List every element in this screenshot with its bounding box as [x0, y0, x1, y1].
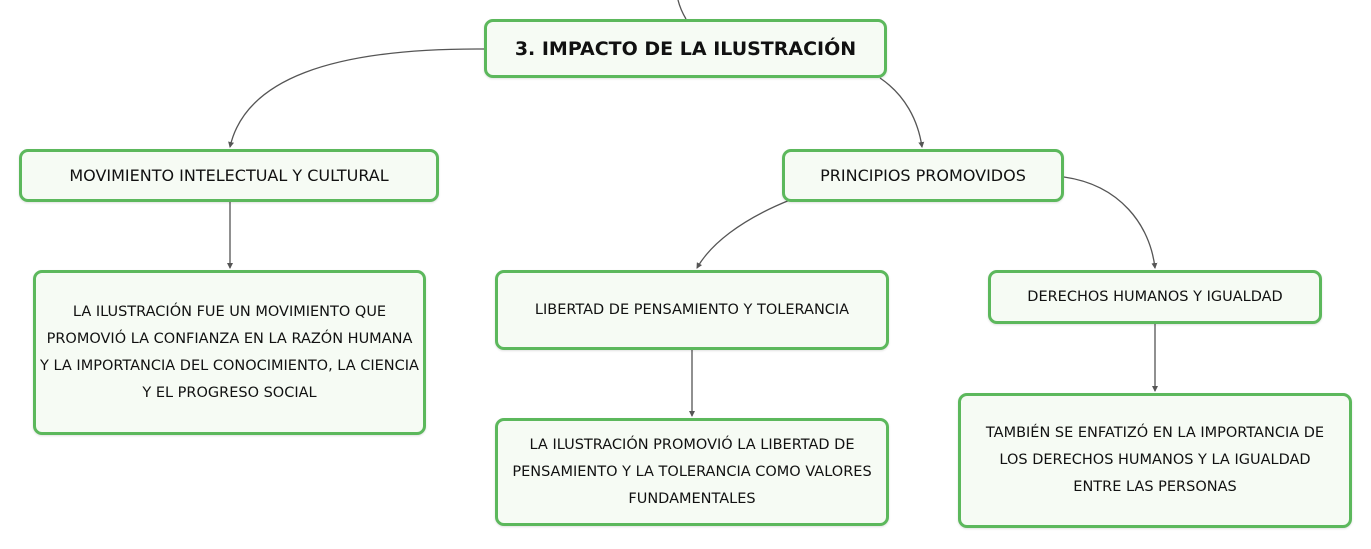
- root-node[interactable]: 3. IMPACTO DE LA ILUSTRACIÓN: [484, 19, 887, 78]
- node-detail-text: TAMBIÉN SE ENFATIZÓ EN LA IMPORTANCIA DE…: [985, 425, 1325, 495]
- connector-root-to-movimiento: [228, 48, 485, 148]
- node-detail-text: LA ILUSTRACIÓN PROMOVIÓ LA LIBERTAD DE P…: [512, 436, 872, 507]
- connector-principios-to-derechos: [1063, 176, 1158, 269]
- root-label: 3. IMPACTO DE LA ILUSTRACIÓN: [514, 37, 857, 60]
- connector-root-to-principios: [879, 77, 925, 148]
- node-label: PRINCIPIOS PROMOVIDOS: [820, 166, 1026, 185]
- connector-principios-to-libertad: [696, 199, 791, 269]
- node-label: MOVIMIENTO INTELECTUAL Y CULTURAL: [69, 166, 389, 185]
- node-detail-derechos[interactable]: TAMBIÉN SE ENFATIZÓ EN LA IMPORTANCIA DE…: [958, 393, 1352, 528]
- node-detail-movimiento[interactable]: LA ILUSTRACIÓN FUE UN MOVIMIENTO QUE PRO…: [33, 270, 426, 435]
- connector-parent-to-root: [677, 0, 687, 20]
- node-principios-promovidos[interactable]: PRINCIPIOS PROMOVIDOS: [782, 149, 1064, 202]
- node-label: LIBERTAD DE PENSAMIENTO Y TOLERANCIA: [534, 302, 850, 318]
- node-detail-text: LA ILUSTRACIÓN FUE UN MOVIMIENTO QUE PRO…: [40, 303, 419, 401]
- node-label: DERECHOS HUMANOS Y IGUALDAD: [1027, 289, 1283, 305]
- node-detail-libertad[interactable]: LA ILUSTRACIÓN PROMOVIÓ LA LIBERTAD DE P…: [495, 418, 889, 526]
- node-libertad-pensamiento[interactable]: LIBERTAD DE PENSAMIENTO Y TOLERANCIA: [495, 270, 889, 350]
- node-derechos-humanos[interactable]: DERECHOS HUMANOS Y IGUALDAD: [988, 270, 1322, 324]
- node-movimiento-intelectual[interactable]: MOVIMIENTO INTELECTUAL Y CULTURAL: [19, 149, 439, 202]
